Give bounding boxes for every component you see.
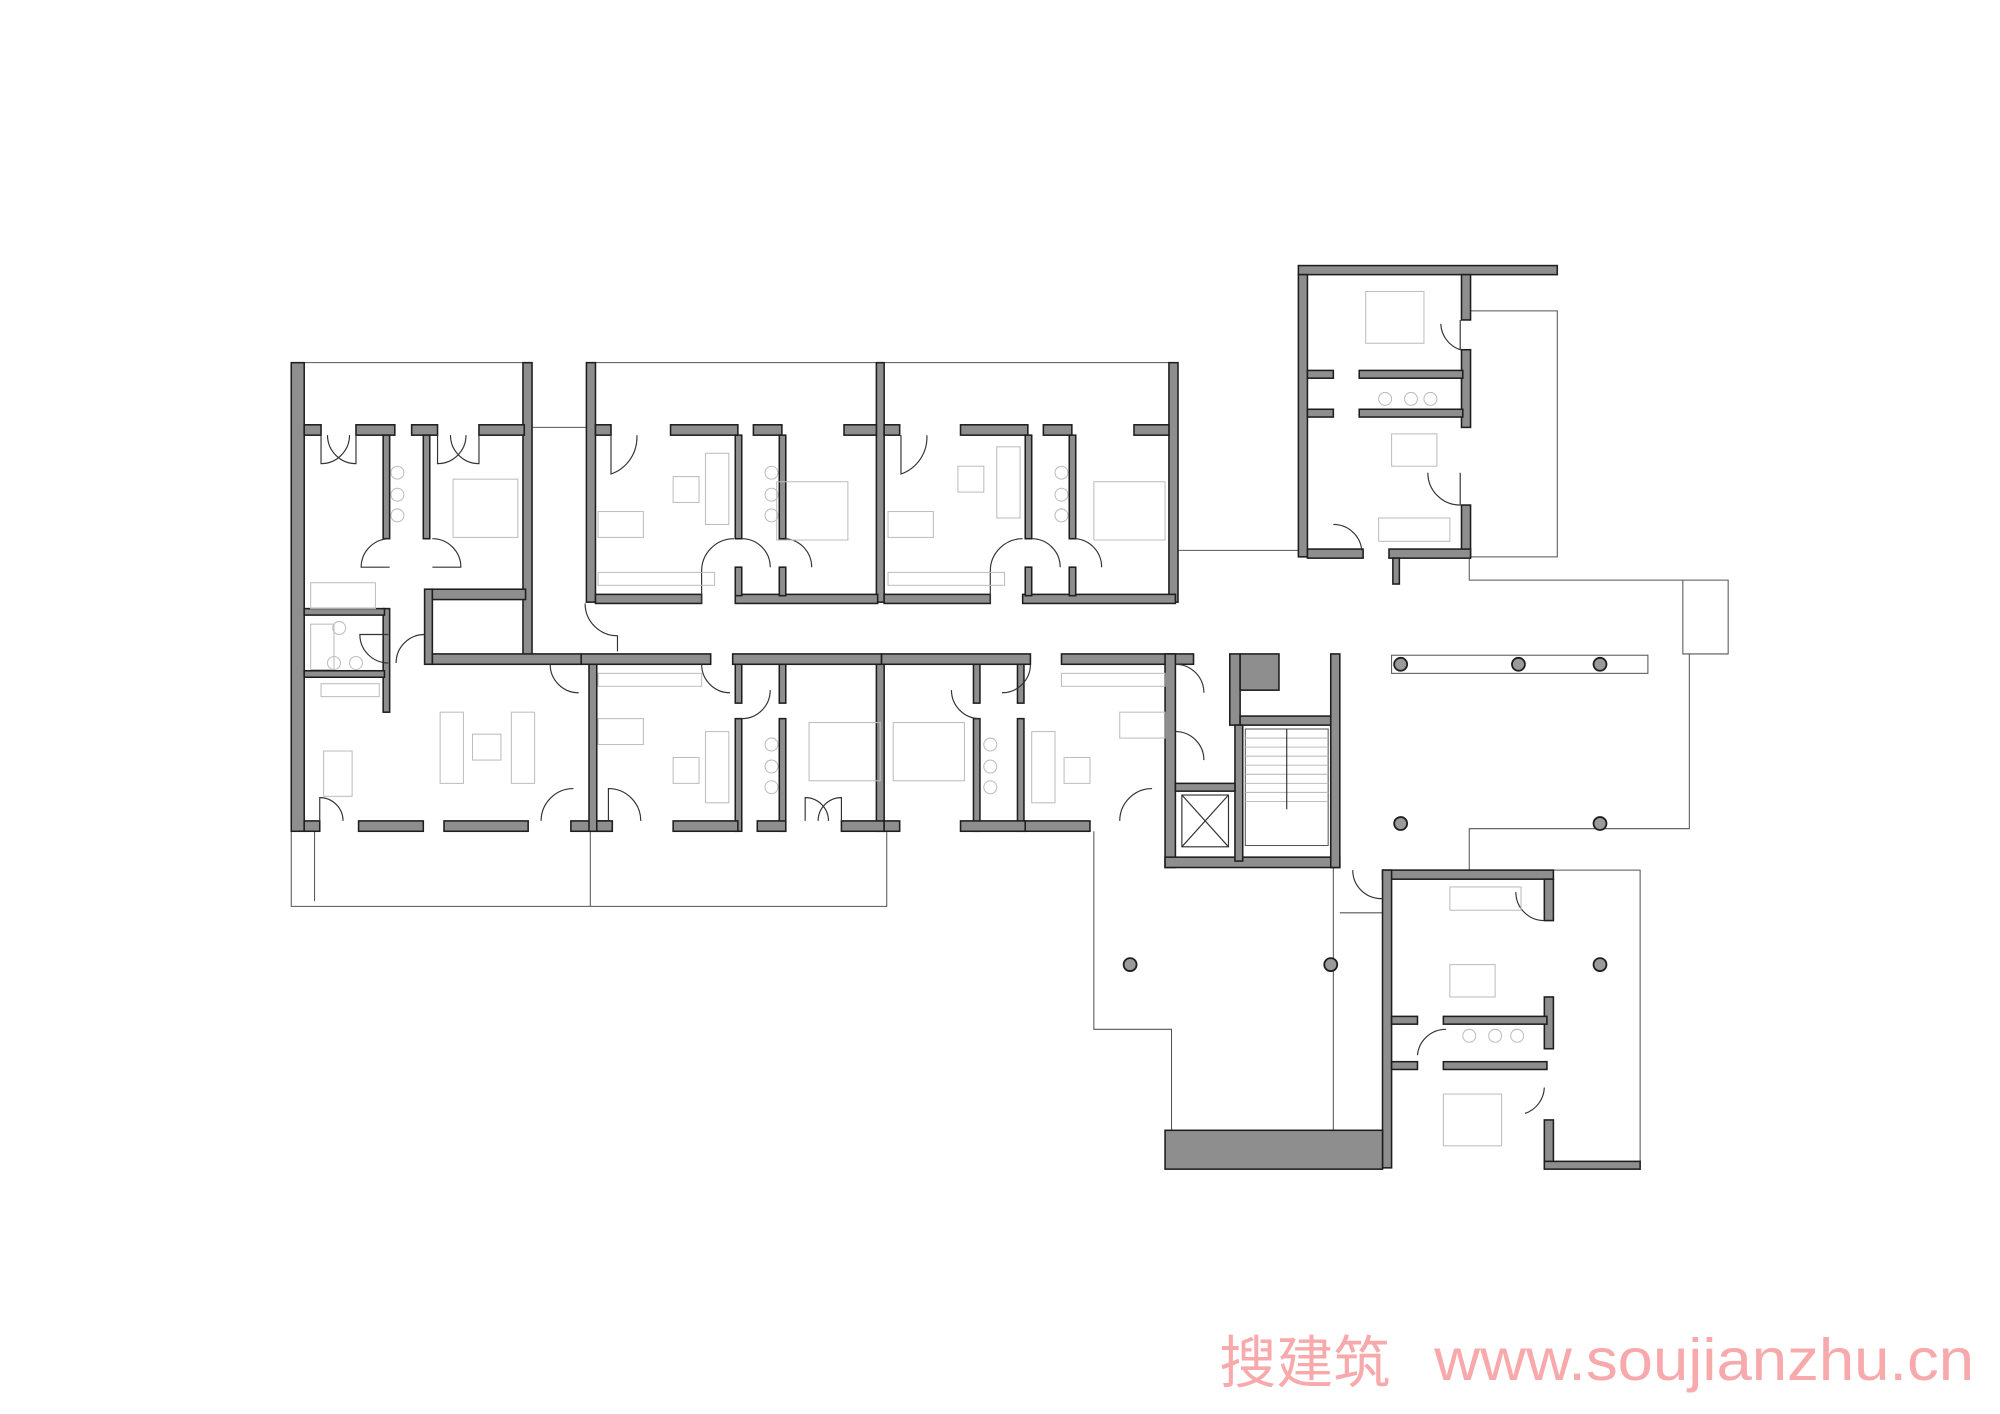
west-unit-walls — [290, 361, 611, 833]
doors — [319, 319, 1545, 1115]
northeast-unit-walls — [1297, 264, 1559, 585]
southeast-unit-walls — [1164, 869, 1641, 1170]
stair — [1244, 728, 1329, 847]
watermark-chinese: 搜建筑 — [1219, 1331, 1390, 1397]
terrace-outlines — [290, 265, 1729, 1168]
core-walls — [1164, 653, 1341, 869]
north-units-walls — [585, 361, 1179, 605]
south-units-walls — [580, 653, 1195, 833]
columns — [1122, 654, 1649, 972]
watermark: 搜建筑 www.soujianzhu.cn — [1219, 1326, 1974, 1397]
watermark-url: www.soujianzhu.cn — [1433, 1326, 1974, 1393]
furniture — [310, 290, 1525, 1147]
